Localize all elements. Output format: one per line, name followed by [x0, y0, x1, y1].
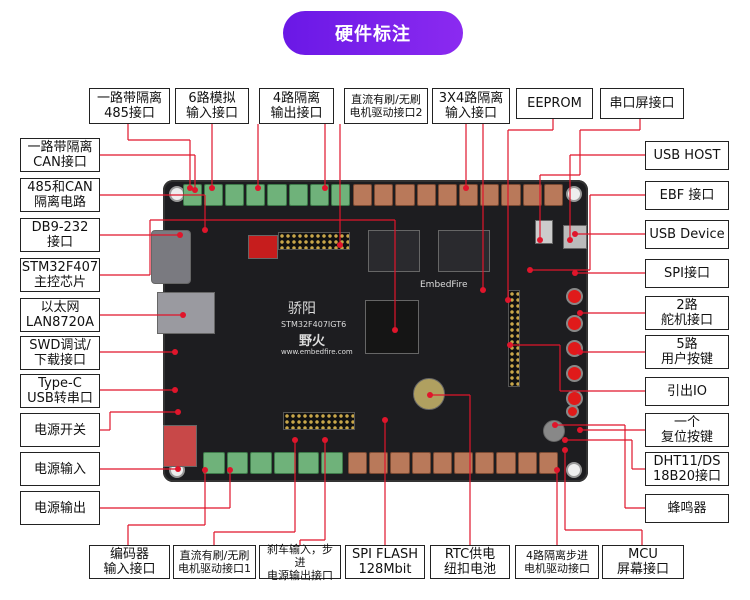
- label-usb-host: USB HOST: [645, 141, 729, 170]
- terminal-isolated-input: [353, 184, 564, 206]
- user-button: [566, 288, 583, 305]
- board-photo: 骄阳 STM32F407IGT6 野火 www.embedfire.com Em…: [151, 180, 588, 482]
- label-rtc-battery: RTC供电 纽扣电池: [430, 545, 510, 579]
- label-io-header: 引出IO: [645, 377, 729, 406]
- isolator-chip: [368, 230, 420, 272]
- label-reset-key: 一个 复位按键: [645, 413, 729, 447]
- label-usb-device: USB Device: [645, 220, 729, 249]
- label-485-isolated: 一路带隔离 485接口: [89, 88, 170, 124]
- label-encoder: 编码器 输入接口: [89, 545, 170, 579]
- reset-button: [566, 405, 579, 418]
- usb-device-port: [563, 225, 587, 249]
- label-isolated-output: 4路隔离 输出接口: [259, 88, 334, 124]
- terminal-bottom-left: [203, 452, 344, 474]
- pin-header: [508, 290, 520, 387]
- label-servo: 2路 舵机接口: [645, 296, 729, 330]
- terminal-bottom-right: [348, 452, 559, 474]
- label-mcu-screen: MCU 屏幕接口: [602, 545, 684, 579]
- label-brake-input: 刹车输入，步进 电源输出接口: [259, 543, 341, 582]
- label-swd-debug: SWD调试/ 下载接口: [20, 336, 100, 370]
- board-brand: EmbedFire: [420, 280, 468, 290]
- pin-header: [283, 412, 355, 430]
- label-power-output: 电源输出: [20, 491, 100, 525]
- label-ethernet: 以太网 LAN8720A: [20, 298, 100, 332]
- label-stepper-driver: 4路隔离步进 电机驱动接口: [515, 545, 599, 579]
- label-can-isolated: 一路带隔离 CAN接口: [20, 138, 100, 172]
- user-button: [566, 365, 583, 382]
- page-title: 硬件标注: [283, 11, 463, 55]
- isolator-chip: [438, 230, 490, 272]
- label-dht11: DHT11/DS 18B20接口: [645, 452, 729, 486]
- label-mcu-chip: STM32F407 主控芯片: [20, 258, 100, 292]
- label-motor-driver-2: 直流有刷/无刷 电机驱动接口2: [344, 88, 428, 124]
- label-spi: SPI接口: [645, 259, 729, 288]
- power-switch: [163, 425, 197, 467]
- db9-connector: [151, 230, 191, 284]
- label-power-switch: 电源开关: [20, 413, 100, 447]
- label-buzzer: 蜂鸣器: [645, 494, 729, 523]
- label-db9-232: DB9-232 接口: [20, 218, 100, 252]
- label-analog-input: 6路模拟 输入接口: [175, 88, 249, 124]
- ethernet-jack: [157, 292, 215, 334]
- label-isolated-input: 3X4路隔离 输入接口: [432, 88, 510, 124]
- label-user-keys: 5路 用户按键: [645, 335, 729, 369]
- label-485-can-circuit: 485和CAN 隔离电路: [20, 178, 100, 212]
- label-eeprom: EEPROM: [516, 88, 593, 119]
- pin-header: [278, 232, 350, 250]
- label-ebf-interface: EBF 接口: [645, 181, 729, 210]
- user-button: [566, 315, 583, 332]
- board-model: STM32F407IGT6: [281, 320, 347, 329]
- board-name: 骄阳: [288, 301, 316, 317]
- board-website: www.embedfire.com: [281, 348, 353, 356]
- label-serial-screen: 串口屏接口: [600, 88, 684, 119]
- isolation-module: [248, 235, 278, 259]
- label-motor-driver-1: 直流有刷/无刷 电机驱动接口1: [173, 545, 256, 579]
- label-power-input: 电源输入: [20, 452, 100, 486]
- label-spi-flash: SPI FLASH 128Mbit: [345, 545, 425, 579]
- mcu-chip: [365, 300, 419, 354]
- board-logo: 野火: [299, 334, 326, 349]
- mount-hole: [566, 462, 582, 478]
- label-typec-usb: Type-C USB转串口: [20, 374, 100, 408]
